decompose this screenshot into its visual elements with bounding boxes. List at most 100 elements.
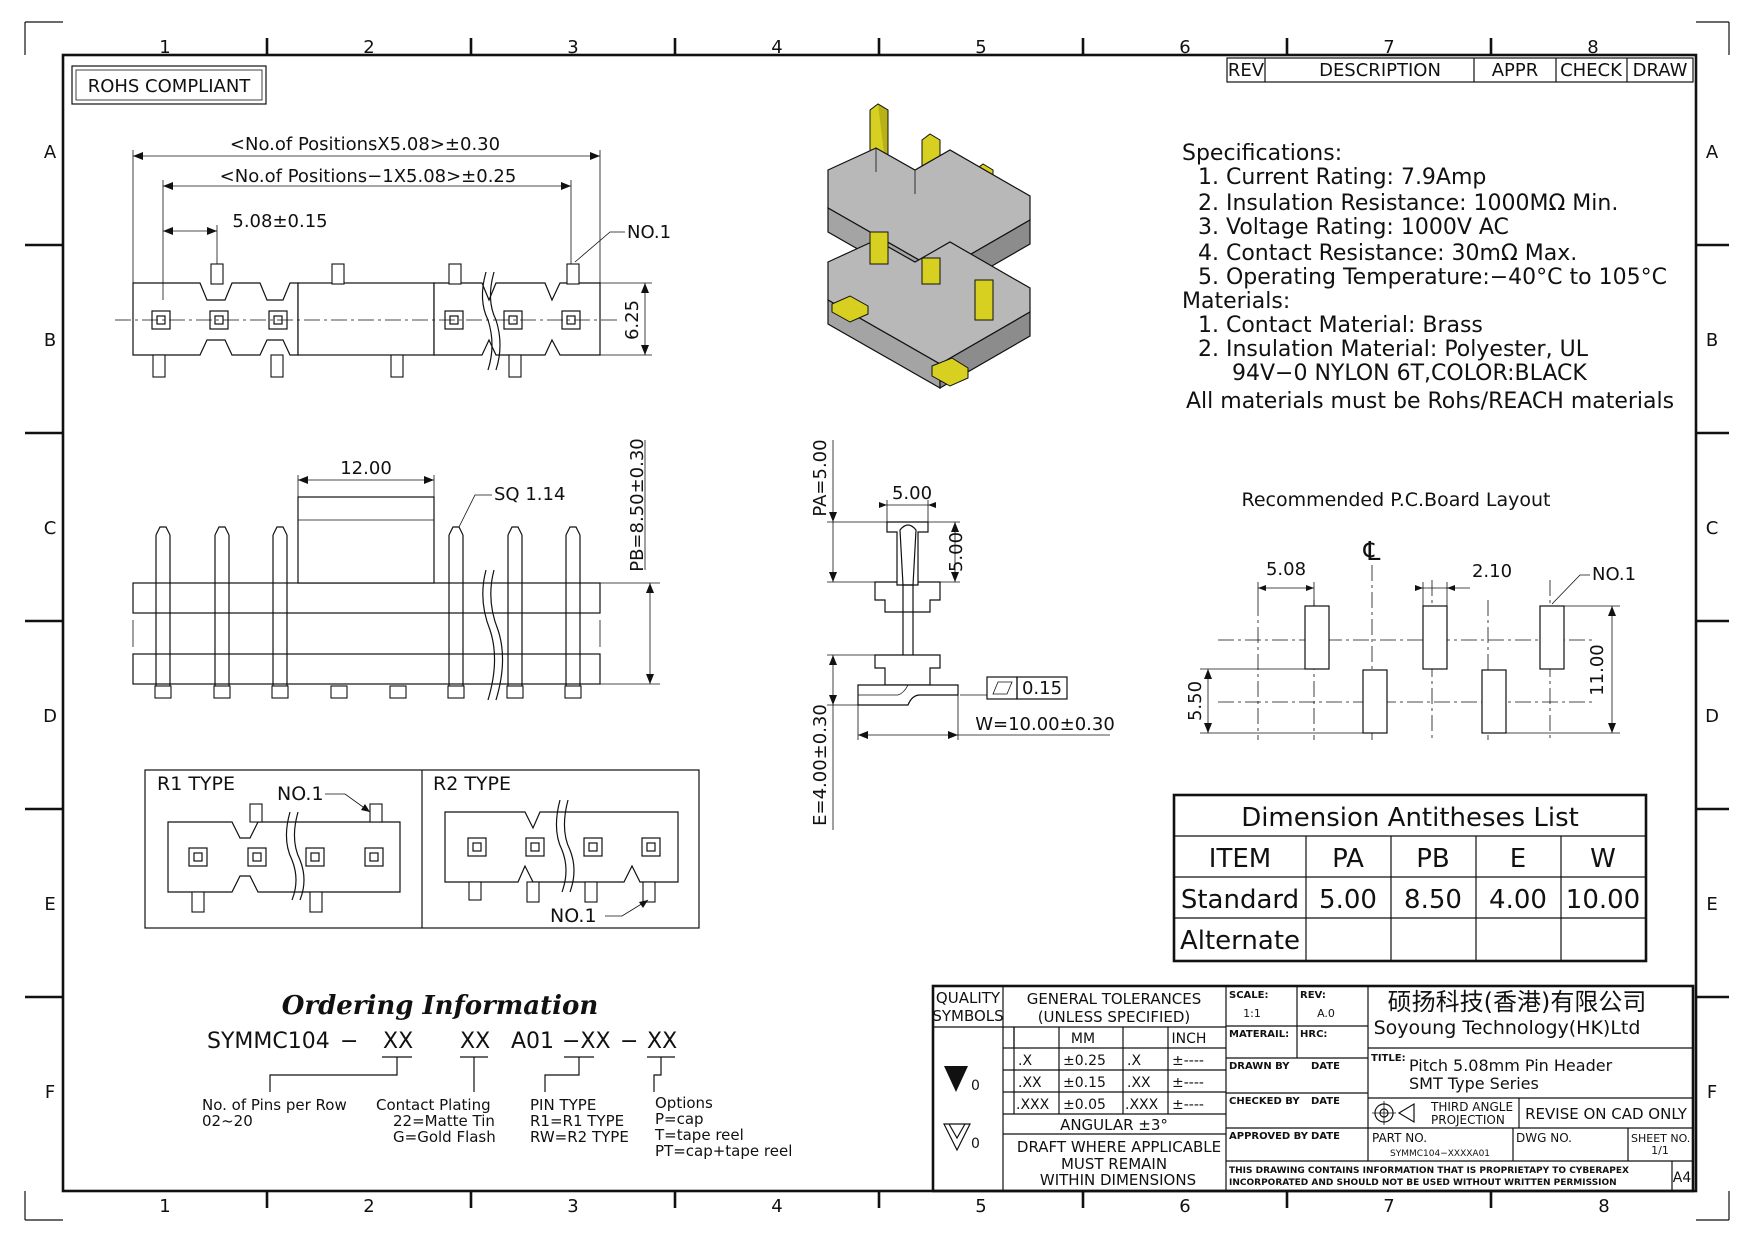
code-options: XX bbox=[647, 1029, 677, 1054]
row-label: A bbox=[1706, 142, 1719, 163]
code-plating: XX bbox=[460, 1029, 490, 1054]
tol-cell: ±0.15 bbox=[1063, 1075, 1106, 1091]
dim-cell: 8.50 bbox=[1404, 885, 1462, 915]
side-view: PA=5.00 5.00 5.00 0.15 W=10.00±0.30 E=4.… bbox=[810, 439, 1115, 830]
rohs-text: ROHS COMPLIANT bbox=[88, 76, 252, 97]
code-type: −XX bbox=[562, 1029, 611, 1054]
company-name-en: Soyoung Technology(HK)Ltd bbox=[1374, 1017, 1641, 1039]
top-height-dim: 5.00 bbox=[946, 532, 967, 572]
projection-cone-icon bbox=[1397, 1102, 1415, 1124]
row-label: F bbox=[45, 1082, 55, 1103]
legend-title: Contact Plating bbox=[376, 1096, 491, 1114]
dim-col-header: W bbox=[1590, 844, 1616, 874]
top-width-dim: 5.00 bbox=[892, 483, 932, 504]
tol-cell: ±0.05 bbox=[1063, 1097, 1106, 1113]
spec-item: 4. Contact Resistance: 30mΩ Max. bbox=[1198, 241, 1577, 266]
row-label: B bbox=[1706, 330, 1718, 351]
material-item: 1. Contact Material: Brass bbox=[1198, 313, 1483, 338]
legend-title: PIN TYPE bbox=[530, 1096, 596, 1114]
draft-note: DRAFT WHERE APPLICABLE bbox=[1017, 1138, 1221, 1156]
row-label: C bbox=[1706, 518, 1719, 539]
legend-line: T=tape reel bbox=[654, 1126, 744, 1144]
date-label: DATE bbox=[1311, 1096, 1340, 1107]
column-label: 3 bbox=[567, 37, 578, 58]
column-label: 2 bbox=[363, 1196, 374, 1217]
column-label: 5 bbox=[975, 1196, 986, 1217]
dimension-list-title: Dimension Antitheses List bbox=[1241, 803, 1579, 833]
proprietary-note: INCORPORATED AND SHOULD NOT BE USED WITH… bbox=[1229, 1178, 1617, 1188]
quality-mark-value: 0 bbox=[971, 1136, 980, 1152]
tol-cell: ±---- bbox=[1172, 1053, 1204, 1069]
legend-line: P=cap bbox=[655, 1110, 704, 1128]
pitch-dim: 5.08±0.15 bbox=[232, 211, 327, 232]
inner-length-dim: <No.of Positions−1X5.08>±0.25 bbox=[220, 166, 517, 187]
material-label: MATERAIL: bbox=[1229, 1029, 1289, 1040]
tol-mm-header: MM bbox=[1071, 1031, 1095, 1047]
iso-view bbox=[827, 103, 1031, 390]
r2-no1-label: NO.1 bbox=[550, 905, 597, 927]
r1-no1-label: NO.1 bbox=[277, 783, 324, 805]
angular-tolerance: ANGULAR ±3° bbox=[1060, 1116, 1168, 1134]
column-label: 6 bbox=[1179, 37, 1190, 58]
projection-label: PROJECTION bbox=[1431, 1113, 1505, 1127]
code-fixed: A01 bbox=[511, 1029, 554, 1054]
part-no-label: PART NO. bbox=[1372, 1131, 1427, 1145]
tol-inch-header: INCH bbox=[1172, 1031, 1207, 1047]
column-label: 3 bbox=[567, 1196, 578, 1217]
tol-cell: ±---- bbox=[1172, 1097, 1204, 1113]
rev-value: A.0 bbox=[1317, 1007, 1335, 1020]
spec-item: 5. Operating Temperature:−40°C to 105°C bbox=[1198, 265, 1667, 290]
row-label: D bbox=[1705, 706, 1719, 727]
company-name-cn: 硕扬科技(香港)有限公司 bbox=[1388, 988, 1647, 1016]
column-label: 7 bbox=[1383, 1196, 1394, 1217]
legend-line: 22=Matte Tin bbox=[393, 1112, 495, 1130]
approved-by-label: APPROVED BY bbox=[1229, 1131, 1309, 1142]
r2-type-label: R2 TYPE bbox=[433, 773, 511, 795]
frame-column-labels: 1 2 3 4 5 6 7 8 1 2 3 4 5 6 7 8 bbox=[159, 37, 1609, 1217]
column-label: 8 bbox=[1598, 1196, 1609, 1217]
materials-heading: Materials: bbox=[1182, 289, 1290, 314]
pb-dim: PB=8.50±0.30 bbox=[627, 438, 648, 572]
pcb-layout: Recommended P.C.Board Layout 5.08 ℄ 2.10… bbox=[1185, 489, 1636, 740]
sheet-no-value: 1/1 bbox=[1651, 1144, 1669, 1157]
pcb-pad-length-dim: 5.50 bbox=[1185, 681, 1206, 721]
date-label: DATE bbox=[1311, 1131, 1340, 1142]
rev-col-header: REV bbox=[1228, 60, 1265, 81]
pcb-no1-label: NO.1 bbox=[1592, 564, 1636, 585]
row-label: B bbox=[44, 330, 56, 351]
tol-cell: .XXX bbox=[1125, 1097, 1159, 1113]
dim-cell: 10.00 bbox=[1566, 885, 1640, 915]
row-label: E bbox=[1706, 894, 1717, 915]
rev-label: REV: bbox=[1300, 990, 1326, 1001]
pa-dim: PA=5.00 bbox=[810, 439, 831, 516]
dim-cell: 5.00 bbox=[1319, 885, 1377, 915]
pcb-title: Recommended P.C.Board Layout bbox=[1241, 489, 1550, 511]
specifications: Specifications: 1. Current Rating: 7.9Am… bbox=[1182, 141, 1674, 414]
tol-cell: .XX bbox=[1018, 1075, 1042, 1091]
tol-cell: .X bbox=[1127, 1053, 1141, 1069]
part-dash: − bbox=[340, 1029, 358, 1054]
drawing-title: SMT Type Series bbox=[1409, 1074, 1539, 1093]
height-dim: 6.25 bbox=[622, 300, 643, 340]
front-view: 12.00 SQ 1.14 PB=8.50±0.30 bbox=[132, 438, 660, 701]
column-label: 7 bbox=[1383, 37, 1394, 58]
quality-symbols-label: SYMBOLS bbox=[932, 1007, 1003, 1025]
row-label: D bbox=[43, 706, 57, 727]
legend-line: PT=cap+tape reel bbox=[655, 1142, 792, 1160]
pin-square-label: SQ 1.14 bbox=[494, 484, 565, 505]
dim-col-header: E bbox=[1510, 844, 1526, 874]
ordering-info: Ordering Information SYMMC104 − XX XX A0… bbox=[202, 991, 792, 1160]
tol-cell: .X bbox=[1018, 1053, 1032, 1069]
spec-item: 1. Current Rating: 7.9Amp bbox=[1198, 165, 1486, 190]
column-label: 8 bbox=[1587, 37, 1598, 58]
dim-cell: Alternate bbox=[1180, 926, 1300, 956]
legend-line: 02~20 bbox=[202, 1112, 253, 1130]
legend-title: No. of Pins per Row bbox=[202, 1096, 347, 1114]
row-label: F bbox=[1707, 1082, 1717, 1103]
flatness-value: 0.15 bbox=[1022, 678, 1062, 699]
spec-heading: Specifications: bbox=[1182, 141, 1342, 166]
sheet-no-label: SHEET NO. bbox=[1631, 1132, 1690, 1145]
tol-cell: .XXX bbox=[1016, 1097, 1050, 1113]
material-item: 94V−0 NYLON 6T,COLOR:BLACK bbox=[1232, 361, 1587, 386]
